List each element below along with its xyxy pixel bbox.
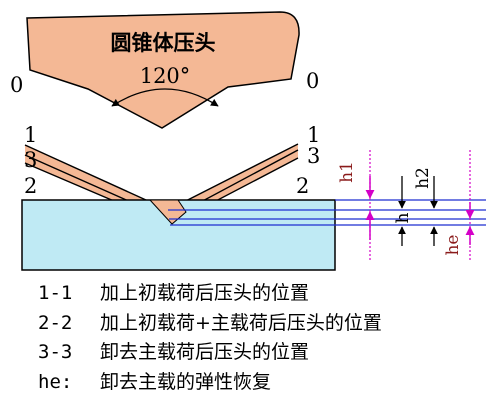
- ref-0-right: 0: [306, 69, 319, 93]
- ref-0-left: 0: [10, 73, 23, 97]
- legend-code: 1-1: [38, 282, 73, 304]
- legend-code: he:: [38, 370, 73, 393]
- legend-code: 2-2: [38, 311, 73, 334]
- ref-3-right: 3: [307, 144, 320, 168]
- ref-2-right: 2: [296, 174, 309, 198]
- indenter-title: 圆锥体压头: [111, 31, 216, 55]
- legend-row: he: 卸去主载的弹性恢复: [38, 368, 382, 398]
- guide-lines: [168, 199, 486, 226]
- ref-1-left: 1: [24, 123, 37, 147]
- angle-arc: [111, 88, 219, 107]
- dim-label-he: he: [443, 234, 463, 255]
- indenter-body: [26, 11, 300, 129]
- dim-label-h2: h2: [413, 167, 433, 189]
- angle-label: 120°: [140, 64, 191, 88]
- legend: 1-1 加上初载荷后压头的位置 2-2 加上初载荷+主载荷后压头的位置 3-3 …: [38, 279, 382, 397]
- ref-3-left: 3: [24, 148, 37, 172]
- legend-code: 3-3: [38, 341, 73, 363]
- dim-label-h1: h1: [337, 161, 357, 183]
- legend-text: 加上初载荷后压头的位置: [100, 282, 310, 304]
- dim-label-h: h: [393, 212, 413, 223]
- legend-row: 2-2 加上初载荷+主载荷后压头的位置: [38, 309, 382, 339]
- legend-text: 卸去主载荷后压头的位置: [100, 341, 310, 363]
- ref-1-right: 1: [307, 123, 320, 147]
- legend-text: 卸去主载的弹性恢复: [100, 370, 272, 393]
- legend-text: 加上初载荷+主载荷后压头的位置: [100, 311, 382, 334]
- legend-row: 1-1 加上初载荷后压头的位置: [38, 279, 382, 309]
- indent-shape: [148, 199, 187, 225]
- ref-2-left: 2: [24, 174, 37, 198]
- legend-row: 3-3 卸去主载荷后压头的位置: [38, 338, 382, 368]
